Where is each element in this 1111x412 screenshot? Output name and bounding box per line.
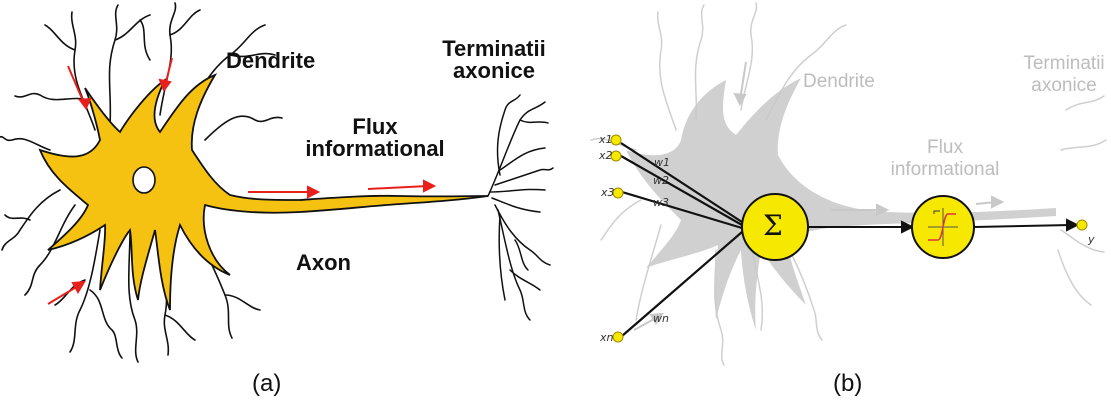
axon-terminals-line2: axonice xyxy=(434,60,554,82)
nucleus xyxy=(133,167,155,193)
information-flow-label: Flux informational xyxy=(300,116,450,160)
weight-label-w1: w1 xyxy=(654,156,670,169)
caption-a: (a) xyxy=(252,372,281,396)
weight-label-wn: wn xyxy=(653,312,669,325)
weight-label-w2: w2 xyxy=(653,174,669,187)
input-label-x1: x1 xyxy=(599,133,613,146)
output-arrow xyxy=(974,220,1077,230)
output-label-y: y xyxy=(1088,233,1095,246)
axon-label: Axon xyxy=(296,252,351,274)
sigma-symbol: Σ xyxy=(763,212,783,240)
axon-terminals-label-faded: Terminatii axonice xyxy=(1018,54,1110,95)
flux-line1-faded: Flux xyxy=(880,138,1010,157)
input-label-xn: xn xyxy=(600,331,613,344)
output-node xyxy=(1077,220,1087,230)
input-label-x3: x3 xyxy=(601,186,615,199)
artificial-neuron-panel: Dendrite Terminatii axonice Flux informa… xyxy=(556,0,1111,412)
dendrite-label: Dendrite xyxy=(226,50,315,72)
flux-line2: informational xyxy=(300,138,450,160)
biological-neuron-panel: Dendrite Terminatii axonice Flux informa… xyxy=(0,0,555,412)
caption-b: (b) xyxy=(833,372,862,396)
axon-terminal-branches xyxy=(488,95,553,320)
information-flow-label-faded: Flux informational xyxy=(880,138,1010,179)
flux-line1: Flux xyxy=(300,116,450,138)
axon-terminals-line2-faded: axonice xyxy=(1018,76,1110,95)
flux-line2-faded: informational xyxy=(880,160,1010,179)
axon-terminals-line1-faded: Terminatii xyxy=(1018,54,1110,73)
axon-terminals-label: Terminatii axonice xyxy=(434,38,554,82)
input-node-xn xyxy=(613,332,623,342)
input-label-x2: x2 xyxy=(599,149,613,162)
dendrite-label-faded: Dendrite xyxy=(803,72,875,91)
axon-terminals-line1: Terminatii xyxy=(434,38,554,60)
weight-label-w3: w3 xyxy=(653,196,669,209)
